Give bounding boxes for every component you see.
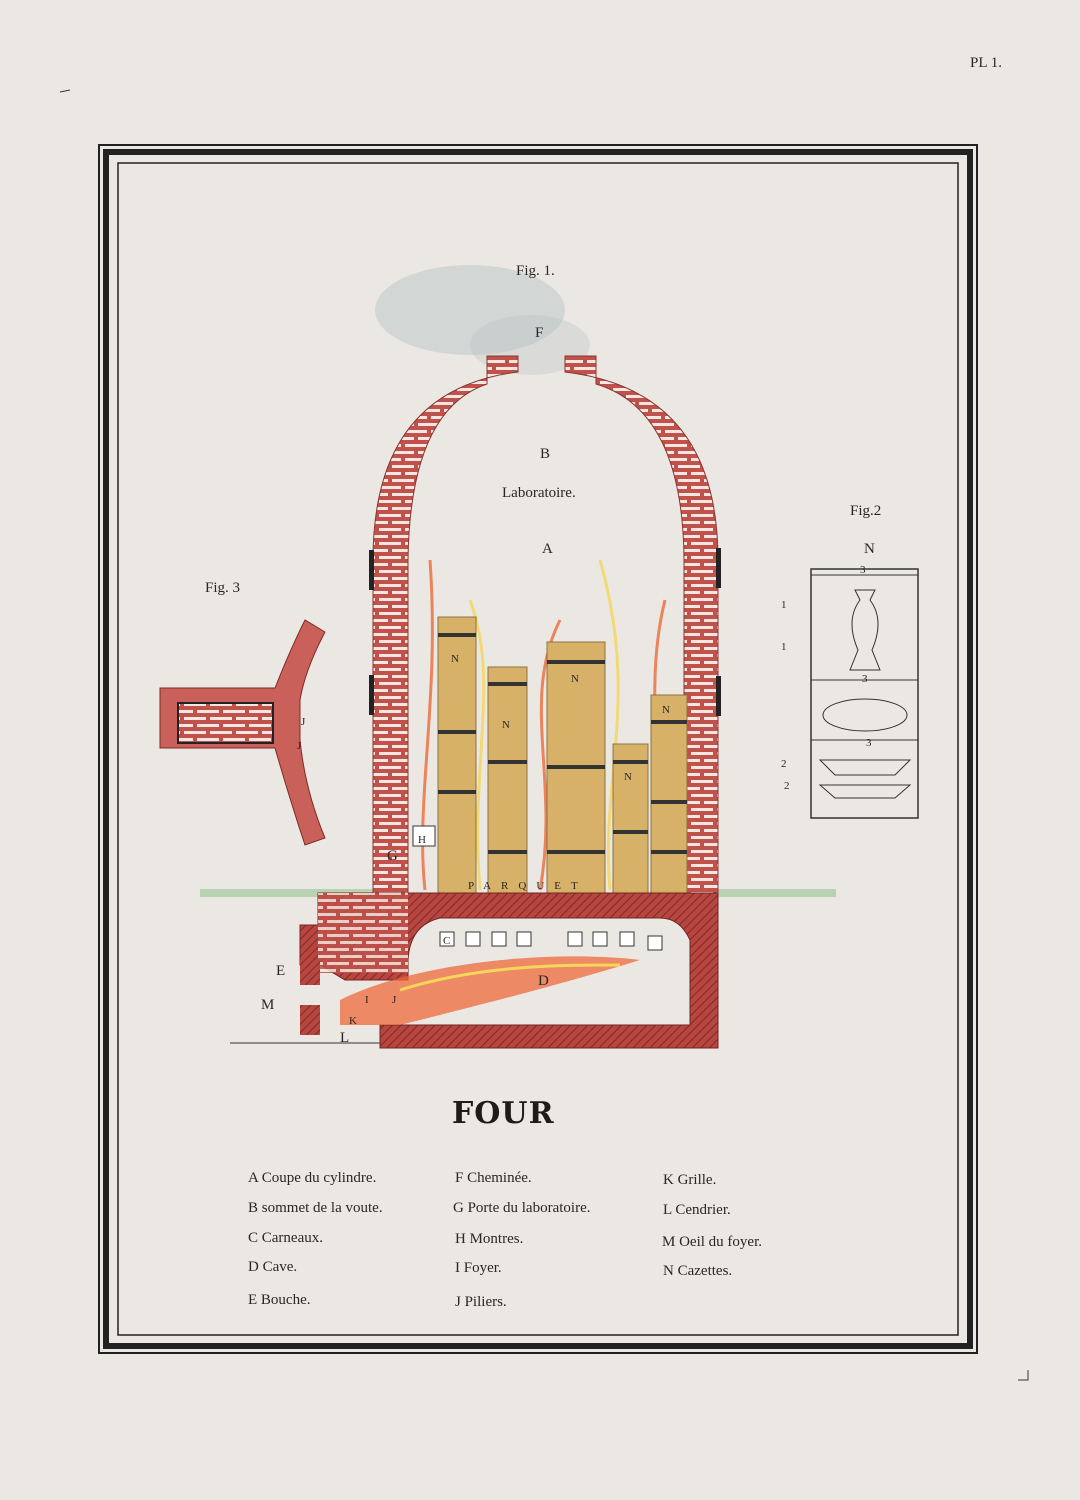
wall-tie — [369, 550, 374, 590]
right-wall — [564, 355, 719, 894]
label-parquet: PARQUET — [468, 880, 588, 892]
crop-mark — [1018, 1370, 1029, 1381]
left-wall — [372, 355, 519, 894]
label-e: E — [276, 963, 285, 979]
fig2-number: 1 — [781, 599, 787, 611]
legend-item: A Coupe du cylindre. — [248, 1170, 376, 1186]
label-m: M — [261, 997, 274, 1013]
foyer-flames — [340, 956, 640, 1025]
carneaux: C — [439, 931, 663, 951]
fig3-grate-plan: Fig. 3 J J — [159, 580, 326, 846]
mouth-brickwork — [318, 893, 408, 973]
legend-item: M Oeil du foyer. — [662, 1234, 762, 1250]
legend-item: K Grille. — [663, 1172, 716, 1188]
legend-item: E Bouche. — [248, 1292, 311, 1308]
label-j: J — [392, 994, 397, 1006]
legend-item: G Porte du laboratoire. — [453, 1200, 590, 1216]
cazette-stacks: N N N N N — [437, 616, 688, 894]
legend-item: L Cendrier. — [663, 1202, 731, 1218]
label-h: H — [418, 834, 426, 846]
mouth-wall — [300, 960, 320, 985]
cazette-bands — [438, 633, 687, 854]
cazette-stack — [437, 616, 477, 894]
fig3-label-j: J — [297, 740, 302, 752]
fig2-cazette-section: Fig.2 N 3 1 1 3 3 2 2 — [781, 503, 919, 819]
frame-thick — [103, 149, 973, 1349]
label-i: I — [365, 994, 369, 1006]
label-l: L — [340, 1030, 349, 1046]
label-a: A — [542, 541, 553, 557]
cazette-stack — [650, 694, 688, 894]
crop-mark — [59, 89, 71, 93]
legend-item: B sommet de la voute. — [248, 1200, 383, 1216]
legend-item: J Piliers. — [455, 1294, 507, 1310]
fig2-box — [810, 568, 919, 819]
fig2-number: 3 — [862, 673, 868, 685]
wall-tie — [716, 676, 721, 716]
legend-item: D Cave. — [248, 1259, 297, 1275]
legend-item: I Foyer. — [455, 1260, 502, 1276]
plate-title: FOUR — [452, 1096, 555, 1131]
ground-left — [200, 889, 375, 897]
fig1-furnace: N N N N N C Fig. 1. F B Laboratoire. A G… — [200, 263, 836, 1049]
fig2-number: 2 — [784, 780, 790, 792]
wall-tie — [369, 675, 374, 715]
label-n: N — [451, 653, 459, 665]
label-d: D — [538, 973, 549, 989]
cazette-stack — [487, 666, 528, 894]
label-n: N — [502, 719, 510, 731]
plates-icon — [818, 759, 912, 799]
foyer-flame-highlight — [399, 963, 621, 992]
fig1-title: Fig. 1. — [516, 263, 555, 279]
legend-item: F Cheminée. — [455, 1170, 532, 1186]
grate — [177, 702, 274, 744]
fig2-number: 2 — [781, 758, 787, 770]
label-f: F — [535, 325, 543, 341]
fig3-title: Fig. 3 — [205, 580, 240, 596]
legend: A Coupe du cylindre. B sommet de la vout… — [248, 1170, 762, 1310]
inner-frame — [117, 162, 959, 1336]
legend-item: C Carneaux. — [248, 1230, 323, 1246]
vase-icon — [849, 589, 881, 671]
cazette-stack — [612, 743, 649, 894]
label-n: N — [662, 704, 670, 716]
fig2-label-n: N — [864, 541, 875, 557]
label-laboratoire: Laboratoire. — [502, 485, 576, 501]
label-g: G — [387, 848, 398, 864]
label-n: N — [624, 771, 632, 783]
fig3-label-j: J — [301, 716, 306, 728]
fig2-title: Fig.2 — [850, 503, 881, 519]
outer-frame — [98, 144, 978, 1354]
label-c: C — [443, 935, 450, 947]
legend-item: N Cazettes. — [663, 1263, 732, 1279]
foyer-eye-wall — [300, 1005, 320, 1035]
label-k: K — [349, 1015, 357, 1027]
fig2-number: 3 — [866, 737, 872, 749]
label-b: B — [540, 446, 550, 462]
ground-right — [718, 889, 836, 897]
legend-item: H Montres. — [455, 1231, 523, 1247]
tureen-icon — [822, 698, 908, 732]
wall-tie — [716, 548, 721, 588]
fig2-number: 1 — [781, 641, 787, 653]
plate-number: PL 1. — [970, 55, 1002, 71]
smoke — [375, 265, 565, 355]
montre-box — [412, 825, 436, 847]
label-n: N — [571, 673, 579, 685]
fig2-number: 3 — [860, 564, 866, 576]
